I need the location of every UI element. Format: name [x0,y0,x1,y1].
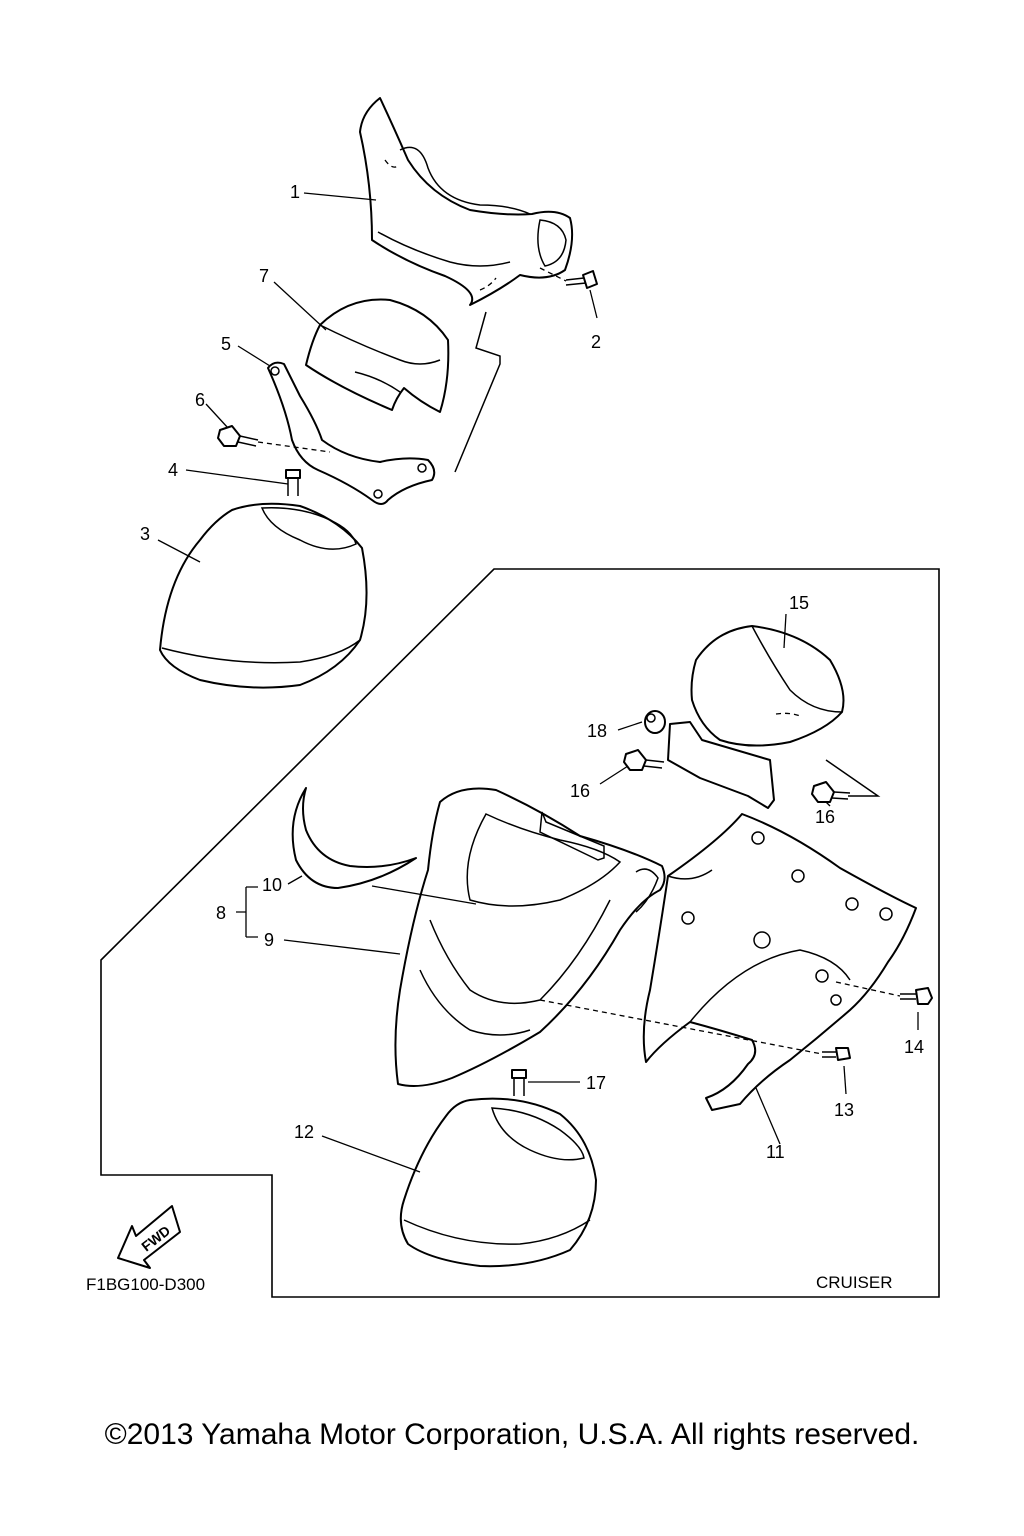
part-1-handlebar-cover [359,97,574,306]
part-6-bolt [217,425,331,453]
callout-11: 11 [766,1142,785,1162]
callout-3: 3 [140,524,150,544]
callout-17: 17 [586,1073,606,1093]
callout-5: 5 [221,334,231,354]
callout-18: 18 [587,721,607,741]
part-4-screw [285,469,301,496]
callout-4: 4 [168,460,178,480]
callout-2: 2 [591,332,601,352]
callout-10: 10 [262,875,282,895]
part-18-grommet [644,710,666,734]
variant-label: CRUISER [816,1273,893,1292]
callout-14: 14 [904,1037,924,1057]
part-16-bolt-left [623,749,665,771]
callout-9: 9 [264,930,274,950]
part-7-bracket-outline [454,311,501,473]
part-9-front-cowling [394,787,666,1087]
part-2-screw [539,267,598,289]
callout-1: 1 [290,182,300,202]
copyright-notice: ©2013 Yamaha Motor Corporation, U.S.A. A… [104,1418,920,1451]
part-16-bolt-right [811,759,881,803]
callout-16-left: 16 [570,781,590,801]
callout-12: 12 [294,1122,314,1142]
part-5-stay [267,361,436,505]
leader-lines [157,192,919,1173]
callout-6: 6 [195,390,205,410]
part-17-screw [511,1069,527,1096]
callout-8: 8 [216,903,226,923]
cruiser-group-frame [100,568,940,1298]
callout-7: 7 [259,266,269,286]
part-7-visor [305,298,450,413]
part-15-meter-cover [690,625,845,747]
callout-13: 13 [834,1100,854,1120]
part-3-lower-cover [159,502,368,689]
part-10-decal [291,787,417,889]
part-13-screw [539,999,851,1061]
part-14-screw [835,981,933,1005]
drawing-code: F1BG100-D300 [86,1275,205,1294]
fwd-arrow-icon: FWD [117,1205,181,1269]
part-11-inner-panel [642,813,917,1111]
callout-16-right: 16 [815,807,835,827]
part-15-bracket [667,721,775,809]
part-12-lower-front-cover [399,1097,597,1268]
callout-15: 15 [789,593,809,613]
